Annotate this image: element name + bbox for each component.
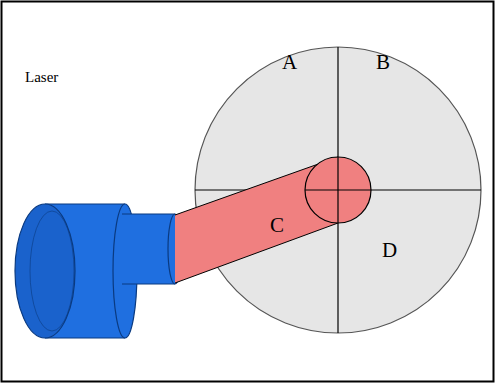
quadrant-divider [195, 189, 481, 190]
laser-nozzle [122, 214, 175, 284]
photodiode-disc [195, 47, 481, 333]
quadrant-label: C [270, 215, 284, 236]
quadrant-label: D [382, 240, 397, 261]
quadrant-label: A [282, 52, 297, 73]
beam-spot [305, 157, 371, 223]
laser-back [15, 204, 75, 338]
device-label: Laser [25, 70, 58, 85]
quadrant-label: B [376, 52, 390, 73]
